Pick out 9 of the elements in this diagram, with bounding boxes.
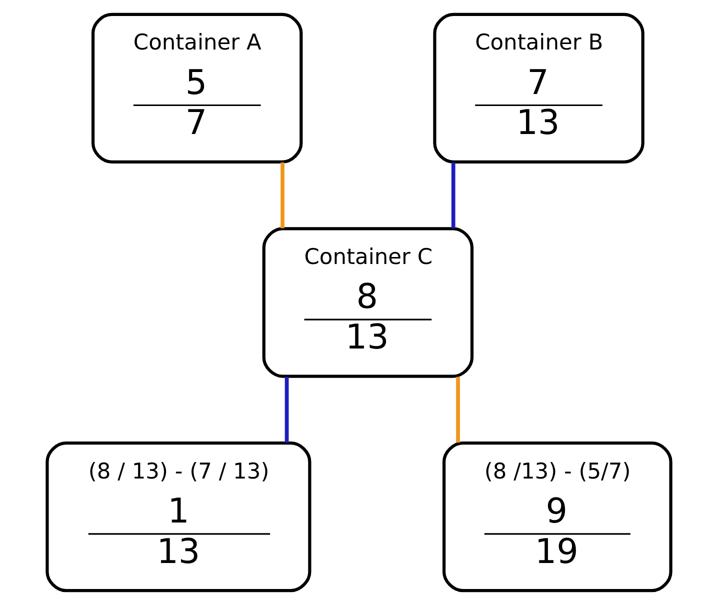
connector — [456, 376, 460, 443]
node-box: Container C 8 13 — [262, 227, 474, 378]
connector — [284, 376, 289, 443]
node-box: (8 /13) - (5/7) 9 19 — [442, 442, 672, 592]
connector — [280, 162, 284, 228]
node-box: Container B 7 13 — [433, 12, 644, 164]
connector — [451, 162, 456, 228]
node-box: Container A 5 7 — [91, 12, 303, 164]
node-box: (8 / 13) - (7 / 13) 1 13 — [46, 442, 312, 592]
